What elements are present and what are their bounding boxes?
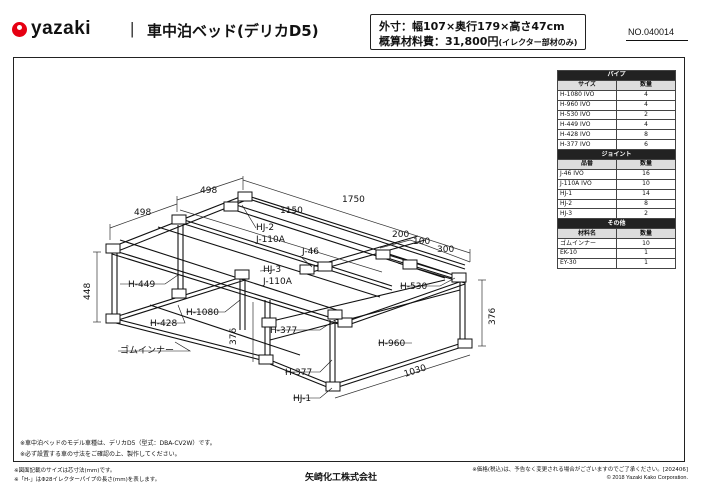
- joint: [375, 249, 391, 260]
- copyright: © 2018 Yazaki Kako Corporation.: [606, 475, 688, 481]
- joint: [337, 317, 353, 328]
- spec-price-main: 概算材料費：31,800円: [379, 35, 499, 48]
- spec-price-note: (イレクター部材のみ): [498, 38, 578, 47]
- dim-498-b: 498: [134, 208, 151, 218]
- joint: [451, 272, 467, 283]
- label-h-1080: H-1080: [186, 308, 219, 318]
- callout-labels: HJ-2 J-110A J-46 HJ-3 J-110A H-449 H-530…: [120, 223, 427, 404]
- label-hj-1: HJ-1: [293, 394, 311, 404]
- label-h-377-mid: H-377: [270, 326, 297, 336]
- joint: [171, 214, 187, 225]
- page-title: 車中泊ベッド(デリカD5): [147, 22, 319, 40]
- title-separator: |: [130, 19, 135, 38]
- label-j-46: J-46: [301, 247, 319, 257]
- dim-376-right: 376: [488, 308, 498, 325]
- logo-text: yazaki: [31, 18, 92, 39]
- callout-leaders: [118, 204, 456, 399]
- pipe-col-qty: 数量: [616, 79, 676, 91]
- other-col-qty: 数量: [616, 228, 676, 240]
- bottom-note-dimensions: ※図面記載のサイズは芯寸法(mm)です。: [14, 468, 116, 474]
- dim-376-left: 376: [229, 328, 239, 345]
- label-j-110a-mid: J-110A: [262, 277, 293, 287]
- joint: [234, 269, 250, 280]
- joint: [171, 288, 187, 299]
- joint-section-title: ジョイント: [557, 149, 676, 161]
- spec-box: 外寸：幅107×奥行179×高さ47cm 概算材料費：31,800円(イレクター…: [370, 14, 586, 50]
- joint: [402, 259, 418, 270]
- label-h-428: H-428: [150, 319, 177, 329]
- yazaki-logo-icon: [12, 21, 27, 37]
- joint: [237, 191, 253, 202]
- label-j-110a-top: J-110A: [255, 235, 286, 245]
- joint: [105, 243, 121, 254]
- joint: [223, 201, 239, 212]
- footnote-model: ※車中泊ベッドのモデル車種は、デリカD5（型式：DBA-CV2W）です。: [20, 440, 216, 447]
- dim-1750: 1750: [342, 195, 365, 205]
- dim-1030: 1030: [403, 363, 428, 380]
- joint: [261, 317, 277, 328]
- joint: [299, 264, 315, 275]
- label-hj-2: HJ-2: [256, 223, 274, 233]
- dim-448: 448: [83, 283, 93, 300]
- joint: [317, 261, 333, 272]
- joint: [105, 313, 121, 324]
- dimension-lines: [93, 176, 486, 399]
- joint: [457, 338, 473, 349]
- other-col-material: 材料名: [557, 228, 617, 240]
- label-h-449: H-449: [128, 280, 155, 290]
- product-number-underline: [626, 40, 688, 41]
- spec-price: 概算材料費：31,800円(イレクター部材のみ): [379, 33, 577, 49]
- dimension-labels: 1750 498 498 1150 200 100 300 448 376 37…: [83, 186, 498, 380]
- dim-300: 300: [437, 245, 454, 255]
- label-h-530: H-530: [400, 282, 427, 292]
- label-hj-3: HJ-3: [263, 265, 281, 275]
- dim-498-a: 498: [200, 186, 217, 196]
- dim-200: 200: [392, 230, 409, 240]
- company-name: 矢崎化工株式会社: [305, 473, 378, 483]
- pipe-section-title: パイプ: [557, 70, 676, 81]
- product-number: NO.040014: [628, 27, 675, 37]
- label-rubber-inner: ゴムインナー: [120, 344, 174, 356]
- bottom-note-price: ※価格(税込)は、予告なく変更される場合がございますのでご了承ください。[202…: [472, 467, 688, 473]
- drawing-frame: [13, 57, 685, 462]
- joint-col-qty: 数量: [616, 159, 676, 170]
- label-h-377-low: H-377: [285, 368, 312, 378]
- joint: [325, 381, 341, 392]
- bottom-note-pipe: ※「H-」はΦ28イレクターパイプの長さ(mm)を表します。: [14, 477, 161, 483]
- frame-pipes: [111, 194, 466, 390]
- joint: [327, 309, 343, 320]
- yazaki-logo: yazaki: [12, 18, 91, 40]
- joint-col-part: 品番: [557, 159, 617, 170]
- joint: [258, 354, 274, 365]
- label-h-960: H-960: [378, 339, 405, 349]
- joint-fittings: [105, 191, 473, 392]
- spec-size: 外寸：幅107×奥行179×高さ47cm: [379, 20, 565, 33]
- other-section-title: その他: [557, 218, 676, 230]
- dim-100: 100: [413, 237, 430, 247]
- pipe-col-size: サイズ: [557, 79, 617, 91]
- footnote-check: ※必ず設置する車の寸法をご確認の上、製作してください。: [20, 451, 181, 458]
- dim-1150: 1150: [280, 206, 303, 216]
